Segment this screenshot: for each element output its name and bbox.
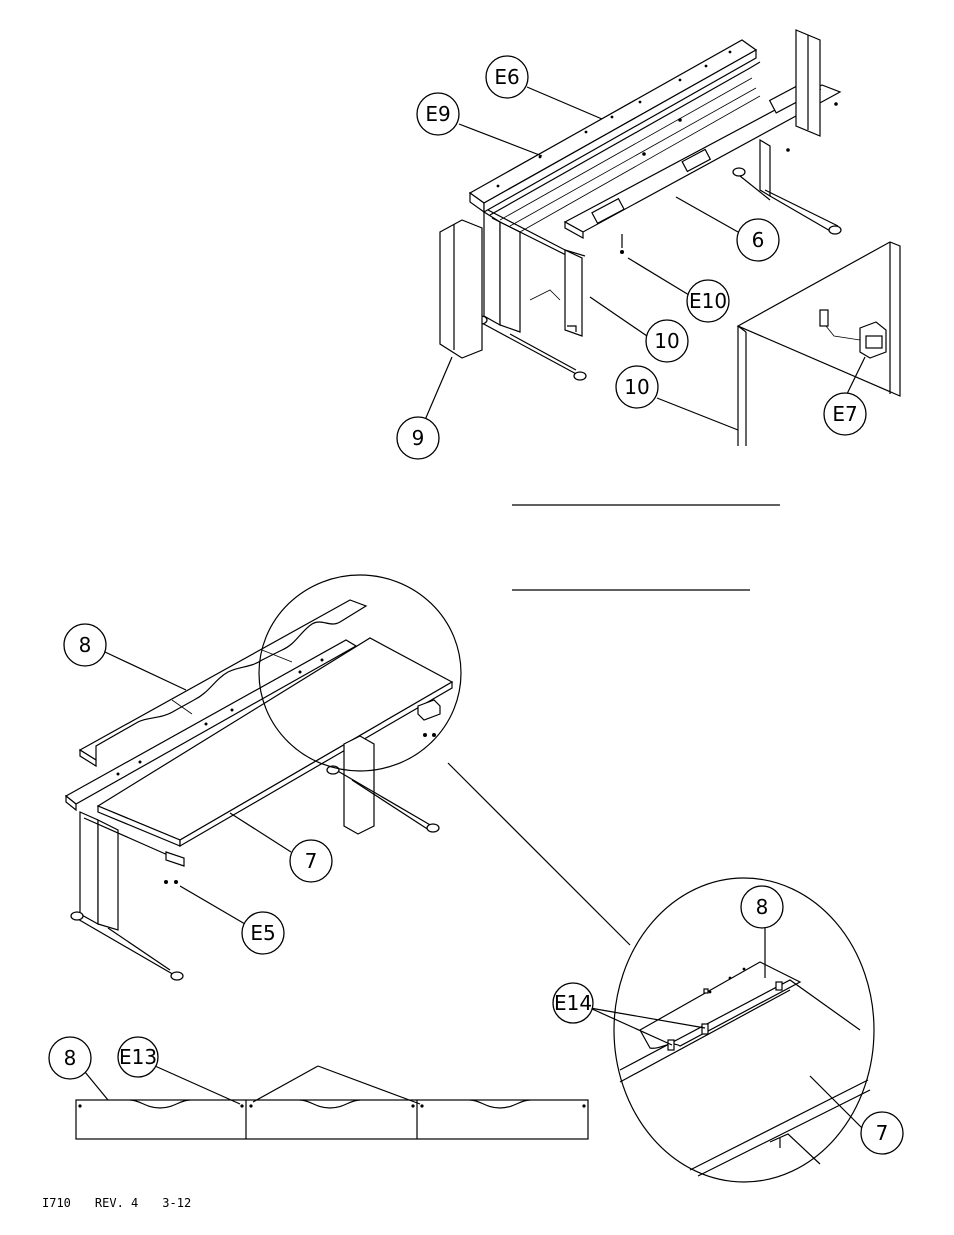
svg-text:10: 10 [624, 375, 649, 399]
callout-e6: E6 [486, 56, 528, 98]
callout-e7: E7 [824, 393, 866, 435]
svg-text:10: 10 [654, 329, 679, 353]
revision: REV. 4 [95, 1196, 138, 1210]
callout-6: 6 [737, 219, 779, 261]
doc-number: I710 [42, 1196, 71, 1210]
callout-7-a: 7 [290, 840, 332, 882]
svg-text:E13: E13 [119, 1045, 157, 1069]
callout-e10: E10 [687, 280, 729, 322]
svg-text:E6: E6 [494, 65, 519, 89]
callout-9: 9 [397, 417, 439, 459]
callout-e13: E13 [118, 1037, 158, 1077]
callout-8-b: 8 [741, 886, 783, 928]
detail-view [614, 878, 874, 1182]
svg-text:E10: E10 [689, 289, 727, 313]
bottom-strip [76, 1100, 588, 1139]
detail-leaders [590, 928, 862, 1128]
svg-text:7: 7 [876, 1121, 889, 1145]
callout-8-c: 8 [49, 1037, 91, 1079]
svg-text:7: 7 [305, 849, 318, 873]
svg-text:9: 9 [412, 426, 425, 450]
callout-e9: E9 [417, 93, 459, 135]
svg-text:6: 6 [752, 228, 765, 252]
callout-7-b: 7 [861, 1112, 903, 1154]
footer: I710 REV. 4 3-12 [42, 1196, 215, 1210]
callout-10-a: 10 [646, 320, 688, 362]
date: 3-12 [162, 1196, 191, 1210]
svg-text:8: 8 [79, 633, 92, 657]
svg-text:E9: E9 [425, 102, 450, 126]
svg-text:8: 8 [64, 1046, 77, 1070]
callout-e5: E5 [242, 912, 284, 954]
callout-8-a: 8 [64, 624, 106, 666]
callout-e14: E14 [553, 983, 593, 1023]
svg-text:E7: E7 [832, 402, 857, 426]
callout-10-b: 10 [616, 366, 658, 408]
svg-text:E5: E5 [250, 921, 275, 945]
svg-text:E14: E14 [554, 991, 592, 1015]
svg-text:8: 8 [756, 895, 769, 919]
